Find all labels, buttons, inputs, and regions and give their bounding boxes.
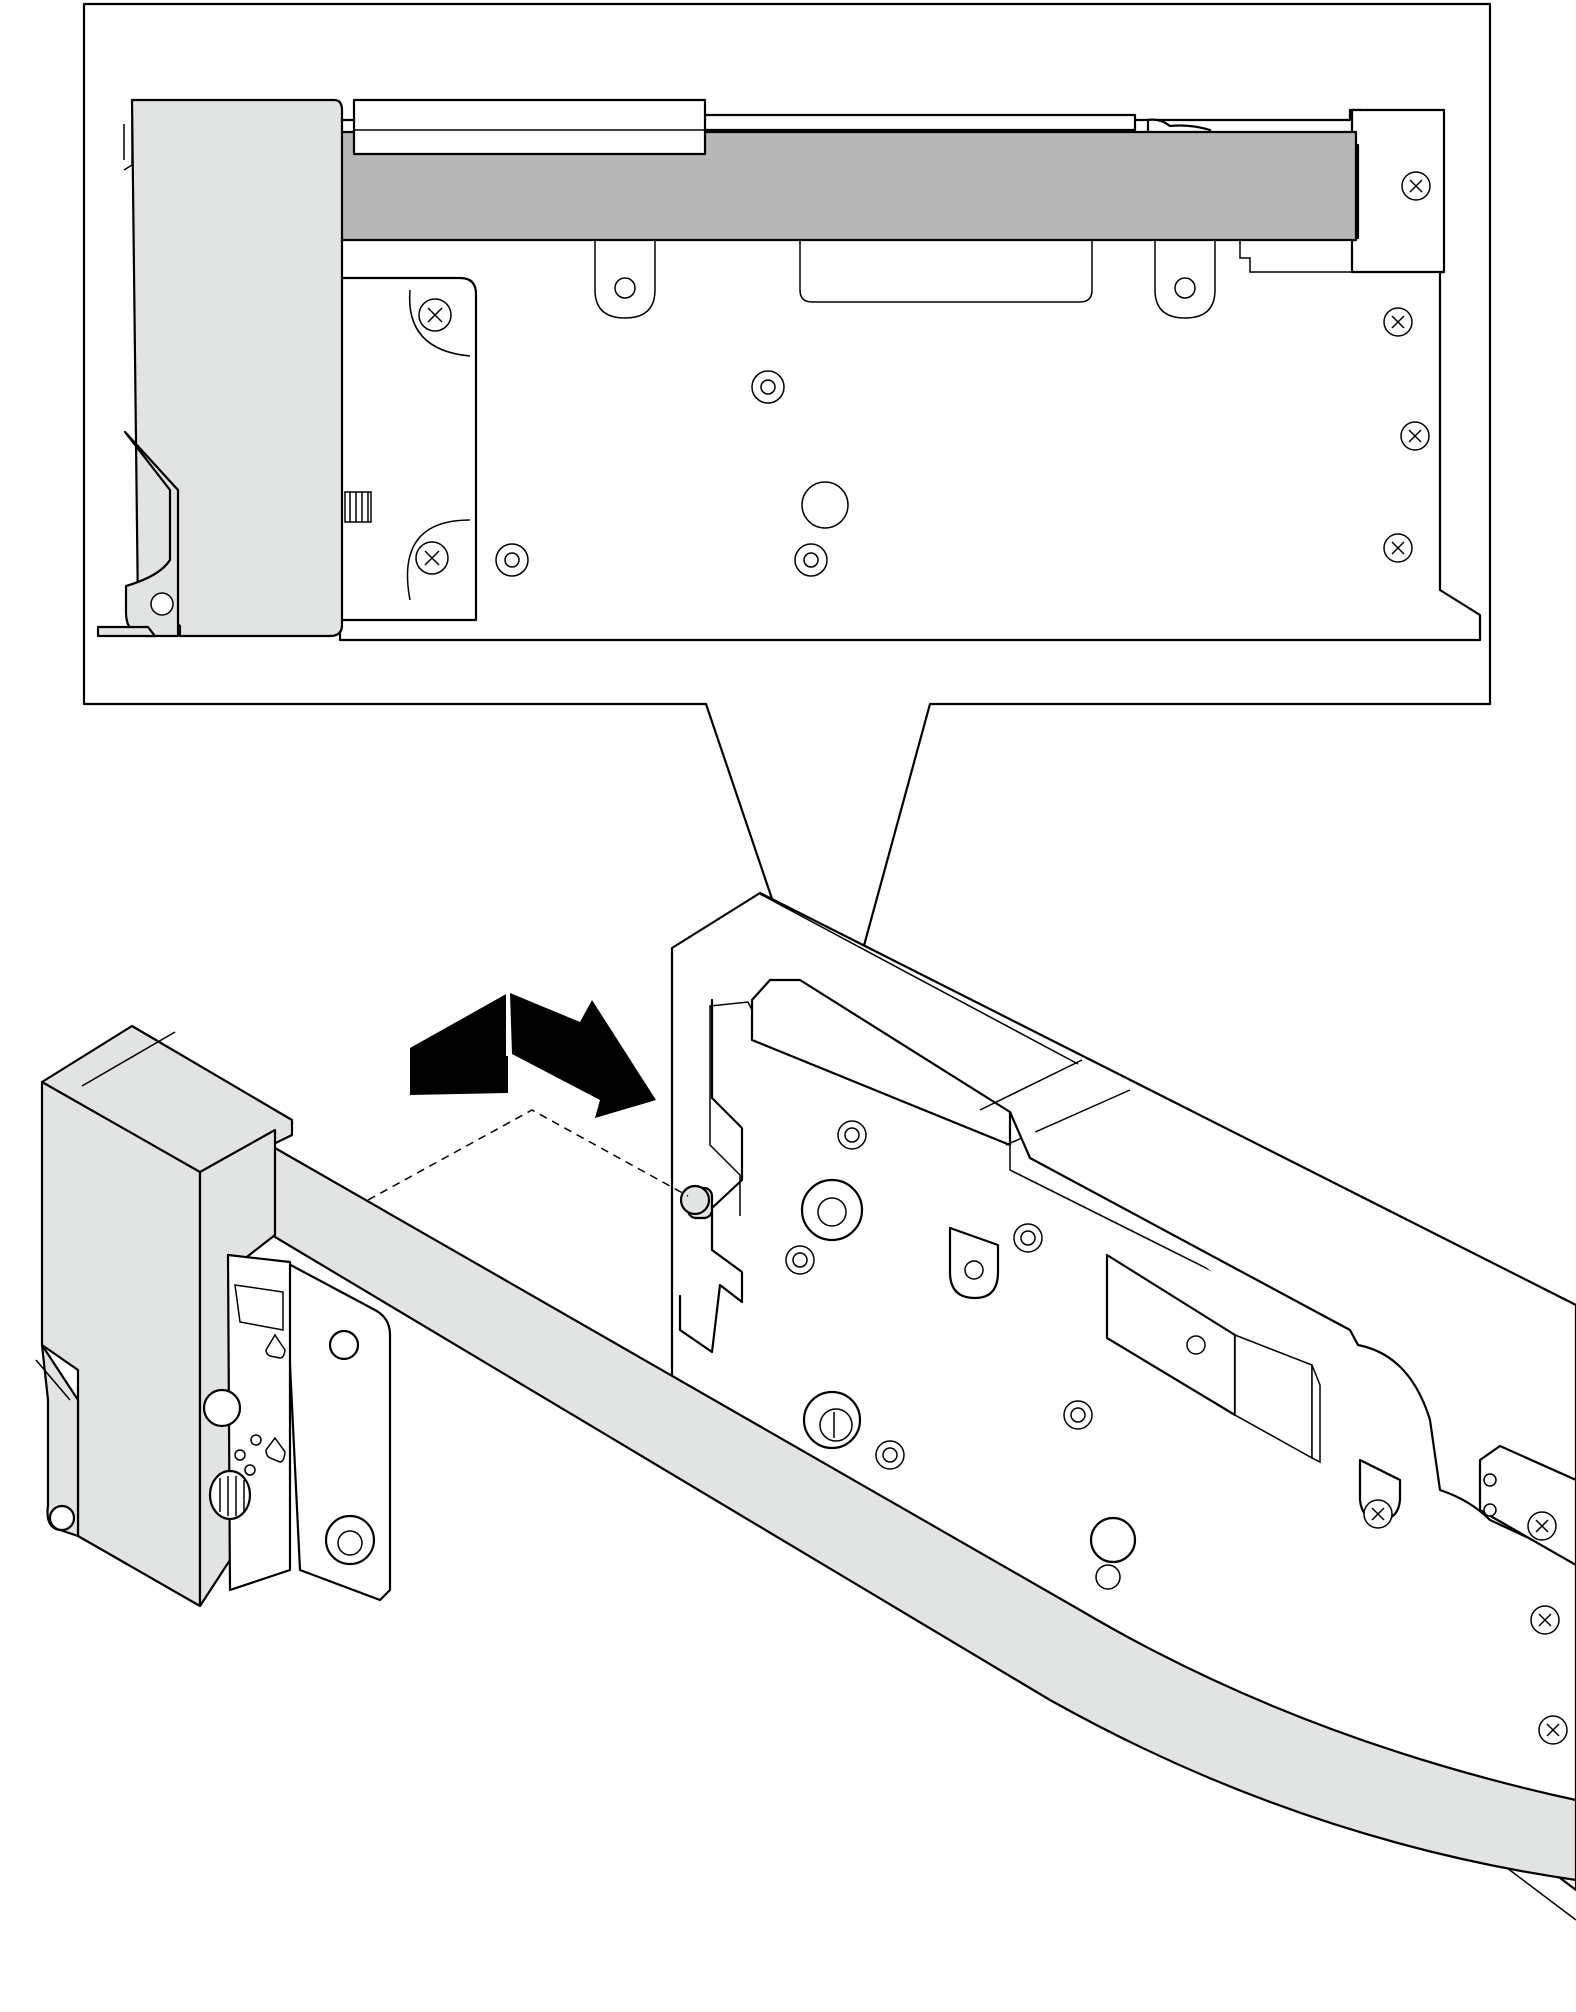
wall-tab-2 [1358,1458,1402,1529]
detail-tab-left [594,239,656,319]
detail-screw-right-1 [1383,307,1413,337]
detail-hole-1 [751,370,785,404]
detail-riser-bracket [96,98,344,638]
detail-hole-large [801,481,849,529]
detail-screw-right-3 [1383,533,1413,563]
wall-hole-2 [785,1245,815,1275]
detail-screw-block-bottom [415,541,449,575]
detail-hole-2 [794,543,828,577]
install-arrow [410,993,656,1118]
detail-hole-3 [495,543,529,577]
detail-callout [82,2,1492,1072]
detail-screw-right-2 [1400,421,1430,451]
wall-screw-3 [1538,1715,1568,1745]
riser-cage-bracket [35,1024,392,1608]
chassis-side-wall [670,891,1576,1921]
detail-tab-right [1154,239,1216,319]
detail-screw-block-top [418,298,452,332]
wall-boss-2 [802,1390,862,1450]
bracket-threaded-stud [208,1469,252,1521]
wall-tab-1 [948,1226,1000,1300]
wall-screw-tab [1363,1499,1393,1529]
wall-hole-5 [1063,1400,1093,1430]
wall-screw-2 [1530,1605,1560,1635]
detail-threaded-stud [344,491,372,523]
wall-hole-3 [1013,1223,1043,1253]
wall-boss-3 [1089,1516,1137,1590]
wall-screw-1 [1527,1511,1557,1541]
motion-path [367,1109,689,1201]
detail-screw-bracket [1401,171,1431,201]
detail-chassis-plate [338,108,1482,642]
wall-hole-4 [875,1440,905,1470]
guide-pin [679,1184,714,1220]
wall-boss-1 [800,1178,864,1242]
flat-cable [258,1146,1576,1882]
wall-hole-1 [837,1120,867,1150]
